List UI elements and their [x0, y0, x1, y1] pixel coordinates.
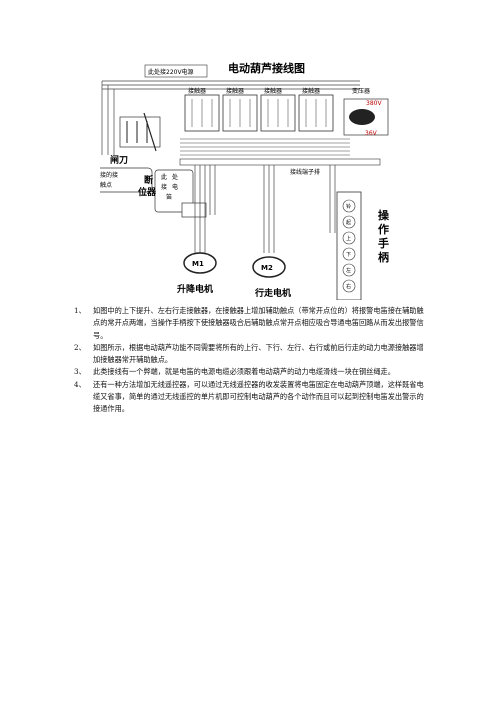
connect-here-char-4: 电 [172, 183, 178, 191]
handle-button-label-1: 铃 [346, 203, 351, 210]
note-item: 1、 如图中的上下提升、左右行走接触器，在接触器上增加辅助触点（带常开点位的）将… [74, 305, 424, 342]
handle-button-label-4: 下 [346, 252, 351, 258]
note-number: 2、 [74, 342, 86, 352]
connect-here-char-1: 此 [161, 173, 167, 181]
motor-m1-label: M1 [192, 260, 204, 268]
note-text: 如图所示，根据电动葫芦功能不同需要将所有的上行、下行、左行、右行或前后行走的动力… [93, 342, 424, 365]
hoist-motor-label: 升降电机 [177, 283, 213, 295]
connect-here-char-2: 处 [172, 173, 178, 181]
aux-contact-note-line1: 此点为升接的接 [100, 171, 118, 179]
note-number: 1、 [74, 306, 86, 315]
note-item: 4、 还有一种方法增加无线遥控器，可以通过无线遥控器的收发装置将电笛固定在电动葫… [74, 379, 424, 416]
handle-button-4 [342, 247, 356, 261]
motor-m1 [183, 252, 217, 274]
handle-button-1 [342, 199, 356, 213]
terminal-strip-bar [179, 158, 381, 166]
knife-switch [119, 112, 161, 152]
contactor-label-1: 接触器 [188, 87, 206, 95]
limit-switch-box [181, 202, 207, 218]
handle-button-label-2: 起 [346, 220, 351, 226]
terminal-strip-label: 接线端子排 [290, 168, 320, 176]
note-220v: 此处接220V电源 [148, 68, 194, 76]
knife-switch-label: 闸刀 [110, 154, 128, 166]
notes-list: 1、 如图中的上下提升、左右行走接触器，在接触器上增加辅助触点（带常开点位的）将… [74, 305, 424, 416]
control-lines [180, 138, 350, 156]
wiring-diagram-svg: 电动葫芦接线图 此处接220V电源 闸刀 此点为升接的接 触器辅助触点 [71, 61, 390, 301]
handle-button-6 [342, 279, 356, 293]
connect-here-char-3: 接 [161, 183, 167, 191]
contactor-label-3: 接触器 [264, 87, 282, 95]
diagram-title: 电动葫芦接线图 [228, 61, 305, 75]
aux-contact-note-line2: 触器辅助触点 [100, 181, 112, 189]
contactor-label-2: 接触器 [226, 87, 244, 95]
v36-label: 36V [365, 130, 378, 137]
operating-handle-char-2: 作 [378, 222, 389, 236]
limit-switch-label-1: 断 [144, 174, 153, 186]
note-text: 如图中的上下提升、左右行走接触器，在接触器上增加辅助触点（带常开点位的）将报警电… [93, 306, 424, 340]
transformer-label: 变压器 [352, 87, 370, 95]
connect-here-char-5: 笛 [166, 193, 172, 201]
transformer [343, 98, 389, 136]
top-power-lines [101, 80, 360, 155]
note-220v-box [144, 64, 208, 78]
wiring-diagram: 电动葫芦接线图 此处接220V电源 闸刀 此点为升接的接 触器辅助触点 [71, 55, 400, 301]
note-number: 4、 [74, 379, 86, 389]
note-text: 此类接线有一个弊端，就是电笛的电源电缆必须跟着电动葫芦的动力电缆滑线一块在钢丝绳… [93, 367, 395, 377]
note-item: 3、 此类接线有一个弊端，就是电笛的电源电缆必须跟着电动葫芦的动力电缆滑线一块在… [74, 366, 424, 378]
motor-feed-lines [194, 165, 336, 253]
operating-handle-char-4: 柄 [378, 250, 389, 264]
operating-handle-char-3: 手 [378, 236, 389, 250]
handle-button-3 [342, 231, 356, 245]
operating-handle-char-1: 操 [378, 208, 390, 222]
motor-m2 [252, 256, 286, 278]
contactors [184, 94, 334, 132]
motor-m2-label: M2 [261, 264, 273, 272]
contactor-label-4: 接触器 [302, 87, 320, 95]
handle-button-label-3: 上 [346, 235, 351, 242]
handle-button-label-6: 右 [346, 283, 351, 290]
handle-button-2 [342, 215, 356, 229]
note-number: 3、 [74, 367, 86, 377]
limit-switch-label-2: 位器 [138, 186, 157, 198]
note-item: 2、 如图所示，根据电动葫芦功能不同需要将所有的上行、下行、左行、右行或前后行走… [74, 342, 424, 367]
connect-here-box [154, 169, 194, 213]
handle-button-label-5: 左 [346, 267, 351, 274]
v380-label: 380V [366, 100, 382, 107]
travel-motor-label: 行走电机 [254, 287, 291, 299]
note-text: 还有一种方法增加无线遥控器，可以通过无线遥控器的收发装置将电笛固定在电动葫芦顶端… [93, 379, 424, 414]
handle-button-5 [342, 263, 356, 277]
